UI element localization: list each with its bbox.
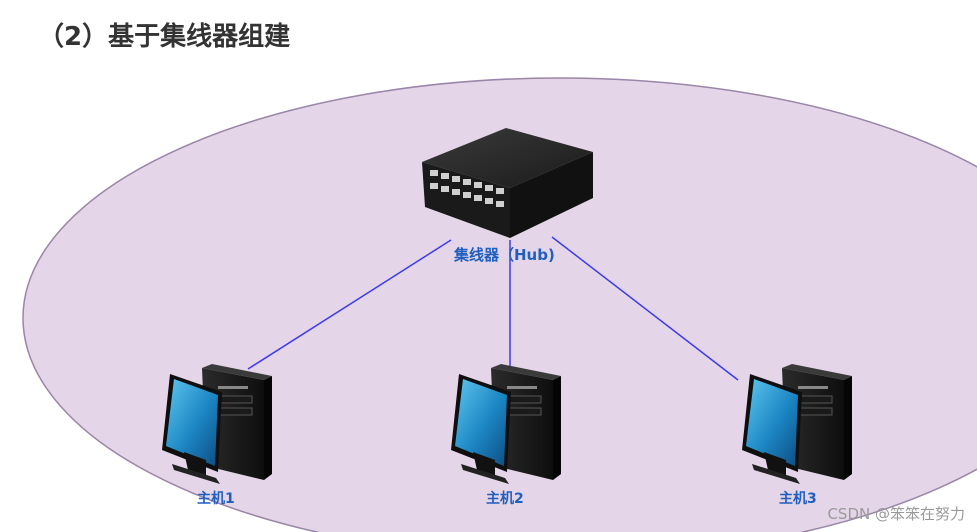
host1-label: 主机1 xyxy=(197,491,235,507)
watermark: CSDN @笨笨在努力 xyxy=(827,505,965,523)
host3-computer-icon xyxy=(742,364,852,484)
hub-device-icon xyxy=(422,128,593,238)
link-hub-host1 xyxy=(247,239,452,370)
hub-label: 集线器（Hub) xyxy=(454,246,555,264)
host2-label: 主机2 xyxy=(486,491,524,507)
page-title: （2）基于集线器组建 xyxy=(38,22,291,52)
host2-computer-icon xyxy=(451,364,561,484)
host3-label: 主机3 xyxy=(779,491,817,507)
host1-computer-icon xyxy=(162,364,272,484)
link-hub-host3 xyxy=(551,236,739,381)
